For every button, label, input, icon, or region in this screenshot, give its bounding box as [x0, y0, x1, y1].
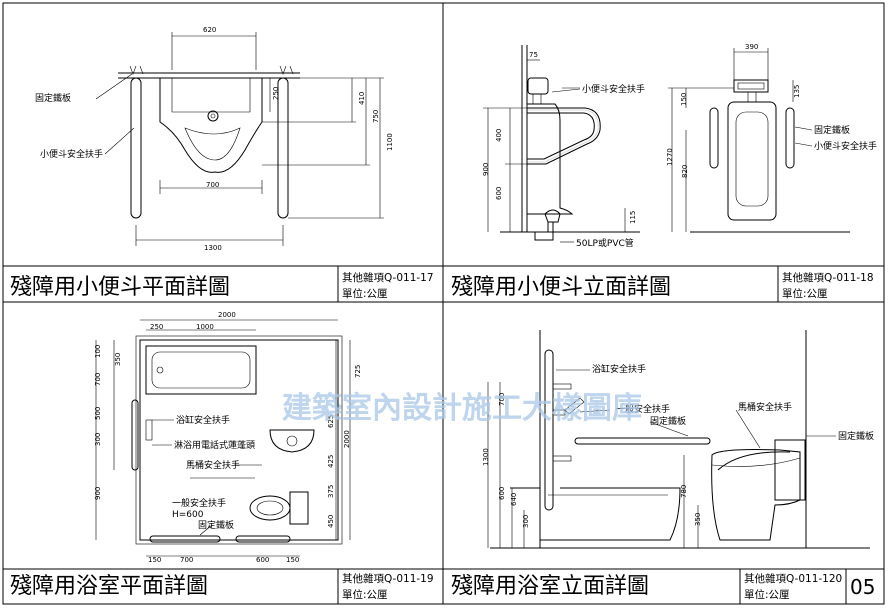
drawing-ref: 其他雜項Q-011-120: [744, 572, 842, 585]
drawing-ref: 其他雜項Q-011-18: [782, 271, 874, 284]
drawing-ref: 其他雜項Q-011-19: [342, 572, 434, 585]
dim-label: 300: [94, 433, 102, 446]
dim-label: 410: [358, 92, 366, 105]
dim-label: 390: [745, 43, 758, 51]
panel-title: 殘障用小便斗平面詳圖: [10, 275, 230, 300]
dim-label: 350: [694, 513, 702, 526]
dim-label: 700: [206, 181, 219, 189]
bathroom-plan-drawing: 2000 250 1000 100 350 700 500 300 900 72…: [94, 311, 362, 564]
dim-label: 425: [327, 455, 335, 468]
callout-label: 浴缸安全扶手: [592, 363, 646, 375]
callout-label: 一般安全扶手: [172, 497, 226, 509]
callout-label: 固定鐵板: [814, 124, 850, 136]
dim-label: 900: [94, 487, 102, 500]
callout-label: 固定鐵板: [838, 430, 874, 442]
panel-title: 殘障用浴室立面詳圖: [451, 574, 649, 599]
urinal-elevation-drawing: 400 900 600 75 115 390 150 135 1270 820: [482, 43, 850, 243]
callout-label: 固定鐵板: [198, 519, 234, 531]
dim-label: 2000: [343, 430, 351, 448]
callout-label: 50LP或PVC管: [576, 237, 634, 249]
dim-label: 450: [327, 515, 335, 528]
dim-label: 750: [372, 110, 380, 123]
dim-label: 900: [482, 163, 490, 176]
dim-label: 625: [327, 415, 335, 428]
dim-label: 620: [203, 26, 216, 34]
dim-label: 1300: [482, 448, 490, 466]
callout-label: 固定鐵板: [35, 92, 71, 104]
dim-label: 700: [94, 373, 102, 386]
dim-label: 135: [793, 85, 801, 98]
dim-label: 150: [148, 556, 161, 564]
dim-label: 1300: [204, 244, 222, 252]
dim-label: 150: [286, 556, 299, 564]
panel-title: 殘障用浴室平面詳圖: [10, 574, 208, 599]
dim-label: 500: [94, 407, 102, 420]
watermark: 建築室內設計施工大樣圖庫: [282, 391, 642, 426]
dim-label: 150: [680, 93, 688, 106]
dim-label: 1100: [386, 133, 394, 151]
dim-label: 700: [498, 393, 506, 406]
urinal-plan-drawing: 620 250 410 750 1100 700 1300: [95, 26, 394, 252]
drawing-ref: 其他雜項Q-011-17: [342, 271, 434, 284]
dim-label: 250: [150, 323, 163, 331]
bathroom-elevation-drawing: 700 1300 600 640 300 780 350: [482, 330, 870, 549]
dim-label: 725: [354, 365, 362, 378]
dim-label: 780: [680, 485, 688, 498]
callout-label: 固定鐵板: [650, 415, 686, 427]
callout-label: 小便斗安全扶手: [40, 148, 103, 160]
unit-label: 單位:公厘: [342, 287, 388, 300]
panel-title: 殘障用小便斗立面詳圖: [451, 275, 671, 300]
dim-label: 640: [510, 493, 518, 506]
dim-label: 300: [522, 515, 530, 528]
dim-label: 600: [256, 556, 269, 564]
dim-label: 600: [498, 487, 506, 500]
dim-label: 100: [94, 345, 102, 358]
dim-label: 2000: [218, 311, 236, 319]
dim-label: 250: [272, 87, 280, 100]
unit-label: 單位:公厘: [744, 588, 790, 601]
dim-label: 115: [629, 211, 637, 224]
callout-label: 浴缸安全扶手: [176, 414, 230, 426]
callout-label: 小便斗安全扶手: [582, 83, 645, 95]
dim-label: 1000: [196, 323, 214, 331]
dim-label: 350: [114, 353, 122, 366]
callout-label: 淋浴用電話式蓮蓬頭: [174, 439, 255, 451]
dim-label: 820: [681, 165, 689, 178]
dim-label: 375: [327, 485, 335, 498]
dim-label: 700: [180, 556, 193, 564]
page-number: 05: [850, 575, 875, 599]
dim-label: 400: [495, 129, 503, 142]
callout-label: H=600: [172, 510, 204, 520]
callout-label: 馬桶安全扶手: [738, 401, 792, 413]
dim-label: 1270: [666, 148, 674, 166]
callout-label: 一般安全扶手: [616, 403, 670, 415]
callout-label: 馬桶安全扶手: [186, 459, 240, 471]
dim-label: 75: [529, 51, 538, 59]
callout-label: 小便斗安全扶手: [814, 140, 877, 152]
unit-label: 單位:公厘: [342, 588, 388, 601]
dim-label: 600: [495, 187, 503, 200]
unit-label: 單位:公厘: [782, 287, 828, 300]
